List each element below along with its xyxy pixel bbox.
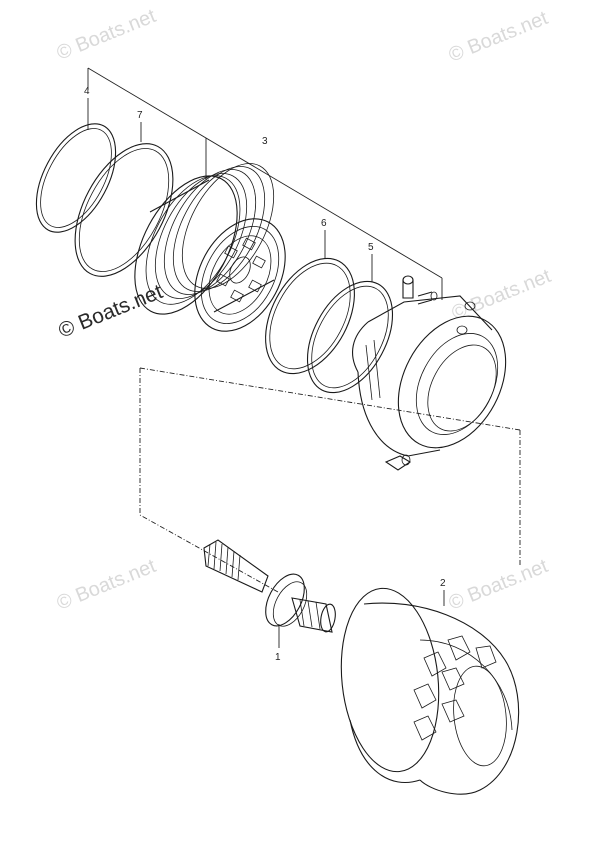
cooler-housing[interactable] [352,275,528,471]
group-bracket-lower [139,367,521,593]
callout-2-label: 2 [440,578,446,589]
watermark-top-left: © Boats.net [54,5,160,65]
cooler-center-bolt-pattern [216,237,266,303]
housing-fitting-top [402,275,476,335]
o-ring-4[interactable] [20,111,132,245]
callout-6[interactable]: 6 [321,218,327,258]
group-bracket-upper [87,67,443,300]
callout-4[interactable]: 4 [84,86,90,130]
watermark-top-right: © Boats.net [446,7,552,67]
callout-6-label: 6 [321,218,327,229]
watermark-low-left: © Boats.net [54,555,160,615]
callout-7-label: 7 [137,110,143,121]
o-ring-7[interactable] [55,128,193,293]
callout-4-label: 4 [84,86,90,97]
housing-fitting-bottom [384,454,412,471]
oil-filter-2[interactable] [333,583,520,795]
callout-5-label: 5 [368,242,374,253]
callout-2[interactable]: 2 [440,578,446,606]
callout-5[interactable]: 5 [368,242,374,282]
watermark-low-right: © Boats.net [446,555,552,615]
callout-1-label: 1 [275,652,281,663]
o-ring-6[interactable] [247,243,372,388]
o-ring-5[interactable] [290,267,410,407]
callout-3[interactable]: 3 [205,136,268,180]
callout-3-label: 3 [262,136,268,147]
callout-7[interactable]: 7 [137,110,143,142]
filter-grip-flutes [413,635,497,741]
callout-1[interactable]: 1 [275,624,281,663]
oil-cooler-3[interactable] [114,149,304,347]
union-bolt-1[interactable] [203,539,337,633]
